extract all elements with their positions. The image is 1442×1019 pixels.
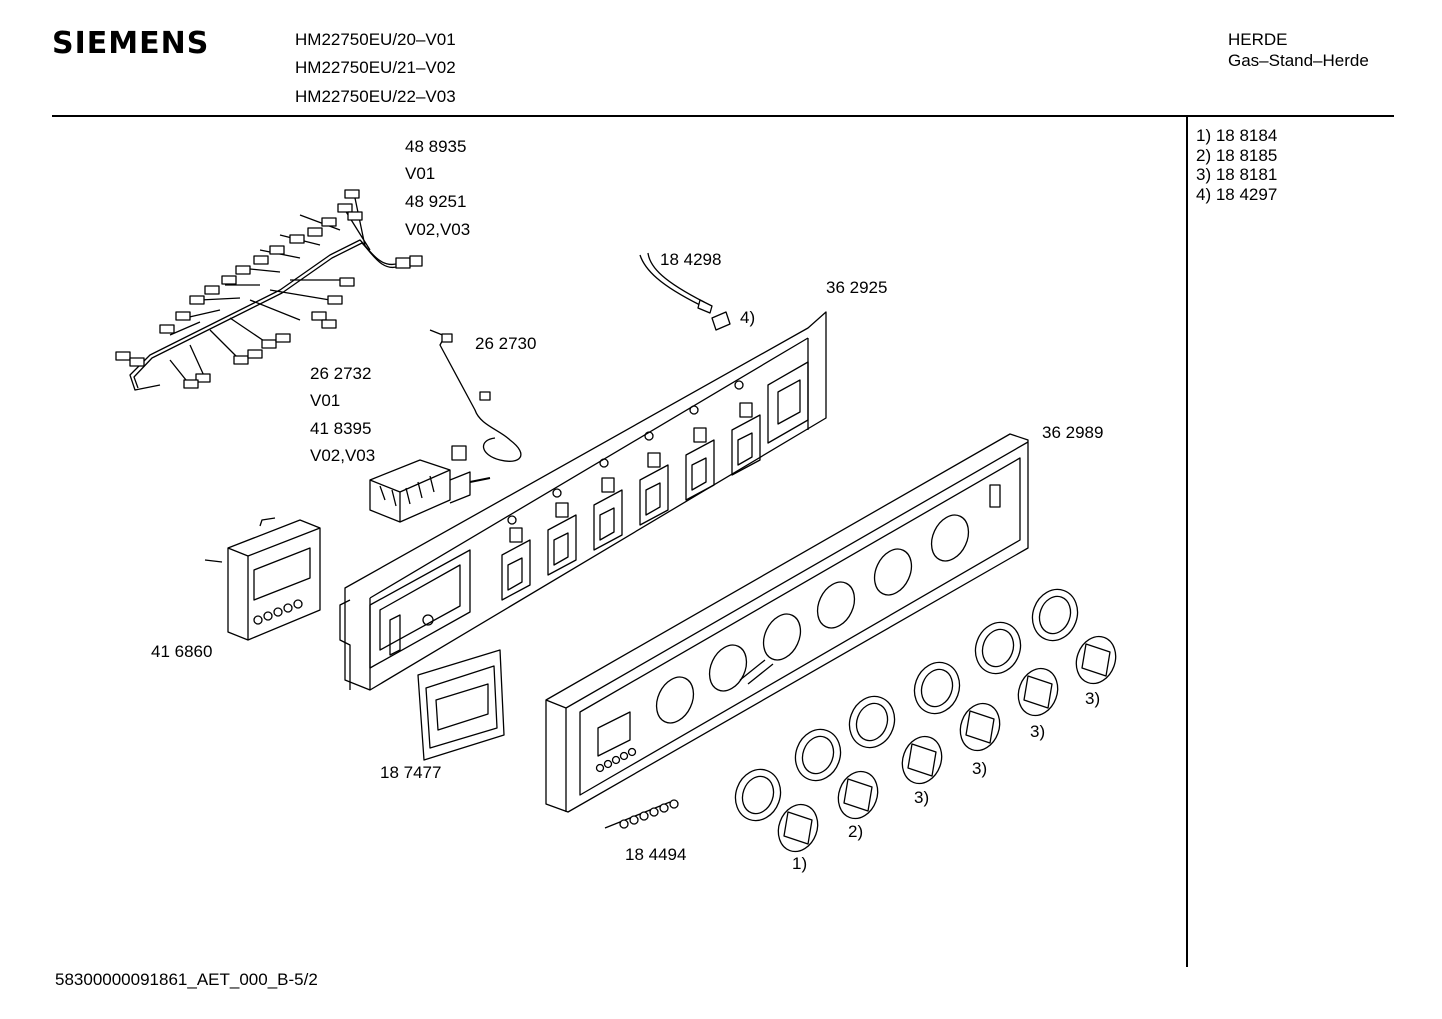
fuse-part-4 (711, 311, 731, 331)
label-knob-footnote-2: 2) (848, 822, 864, 841)
label-knob-footnote-3c: 3) (1030, 722, 1046, 741)
footnote-item-4: 4) 18 4297 (1196, 184, 1278, 204)
model-number-3: HM22750EU/22–V03 (295, 87, 456, 106)
thermostat-capillary (429, 329, 522, 462)
label-timer-416860: 41 6860 (151, 642, 213, 661)
screw-set (604, 799, 679, 829)
label-knob-footnote-3a: 3) (914, 788, 930, 807)
document-id: 58300000091861_AET_000_B-5/2 (55, 970, 318, 989)
product-category: HERDE (1228, 30, 1288, 49)
label-knob-footnote-3d: 3) (1085, 689, 1101, 708)
model-number-1: HM22750EU/20–V01 (295, 30, 456, 49)
footnote-parts-list: 1) 18 8184 2) 18 8185 3) 18 8181 4) 18 4… (1196, 126, 1277, 204)
handle-cover (417, 649, 505, 761)
label-switch-variant-v02-v03: V02,V03 (310, 446, 376, 465)
switch-slot-row (501, 380, 761, 601)
label-switch-variant-v01: V01 (310, 391, 341, 410)
model-number-2: HM22750EU/21–V02 (295, 58, 456, 77)
label-harness-variant-v02-v03: V02,V03 (405, 220, 471, 239)
label-thermostat-262730: 26 2730 (475, 334, 537, 353)
brand-logo: SIEMENS (52, 26, 210, 61)
label-knob-footnote-1: 1) (792, 854, 808, 873)
label-front-panel-362989: 36 2989 (1042, 423, 1104, 442)
rotary-switch (369, 445, 491, 523)
label-handle-187477: 18 7477 (380, 763, 442, 782)
wiring-harness (115, 189, 423, 391)
control-knobs (777, 635, 1117, 853)
label-harness-488935: 48 8935 (405, 137, 467, 156)
footnote-item-3: 3) 18 8181 (1196, 165, 1278, 184)
label-wire-184298: 18 4298 (660, 250, 722, 269)
label-harness-489251: 48 9251 (405, 192, 467, 211)
label-footnote-4: 4) (740, 308, 756, 327)
control-panel-frame (339, 311, 827, 691)
connection-wire (639, 252, 713, 314)
knob-bezels (734, 588, 1079, 822)
timer-module (204, 517, 321, 641)
label-switch-418395: 41 8395 (310, 419, 372, 438)
footnote-item-2: 2) 18 8185 (1196, 145, 1278, 165)
label-panel-362925: 36 2925 (826, 278, 888, 297)
label-harness-variant-v01: V01 (405, 164, 436, 183)
product-subcategory: Gas–Stand–Herde (1228, 51, 1369, 70)
header-divider (52, 115, 1394, 117)
label-screws-184494: 18 4494 (625, 845, 687, 864)
footnote-item-1: 1) 18 8184 (1196, 126, 1278, 145)
front-fascia-panel (545, 433, 1029, 813)
label-knob-footnote-3b: 3) (972, 759, 988, 778)
label-switch-262732: 26 2732 (310, 364, 372, 383)
legend-divider (1186, 117, 1188, 967)
